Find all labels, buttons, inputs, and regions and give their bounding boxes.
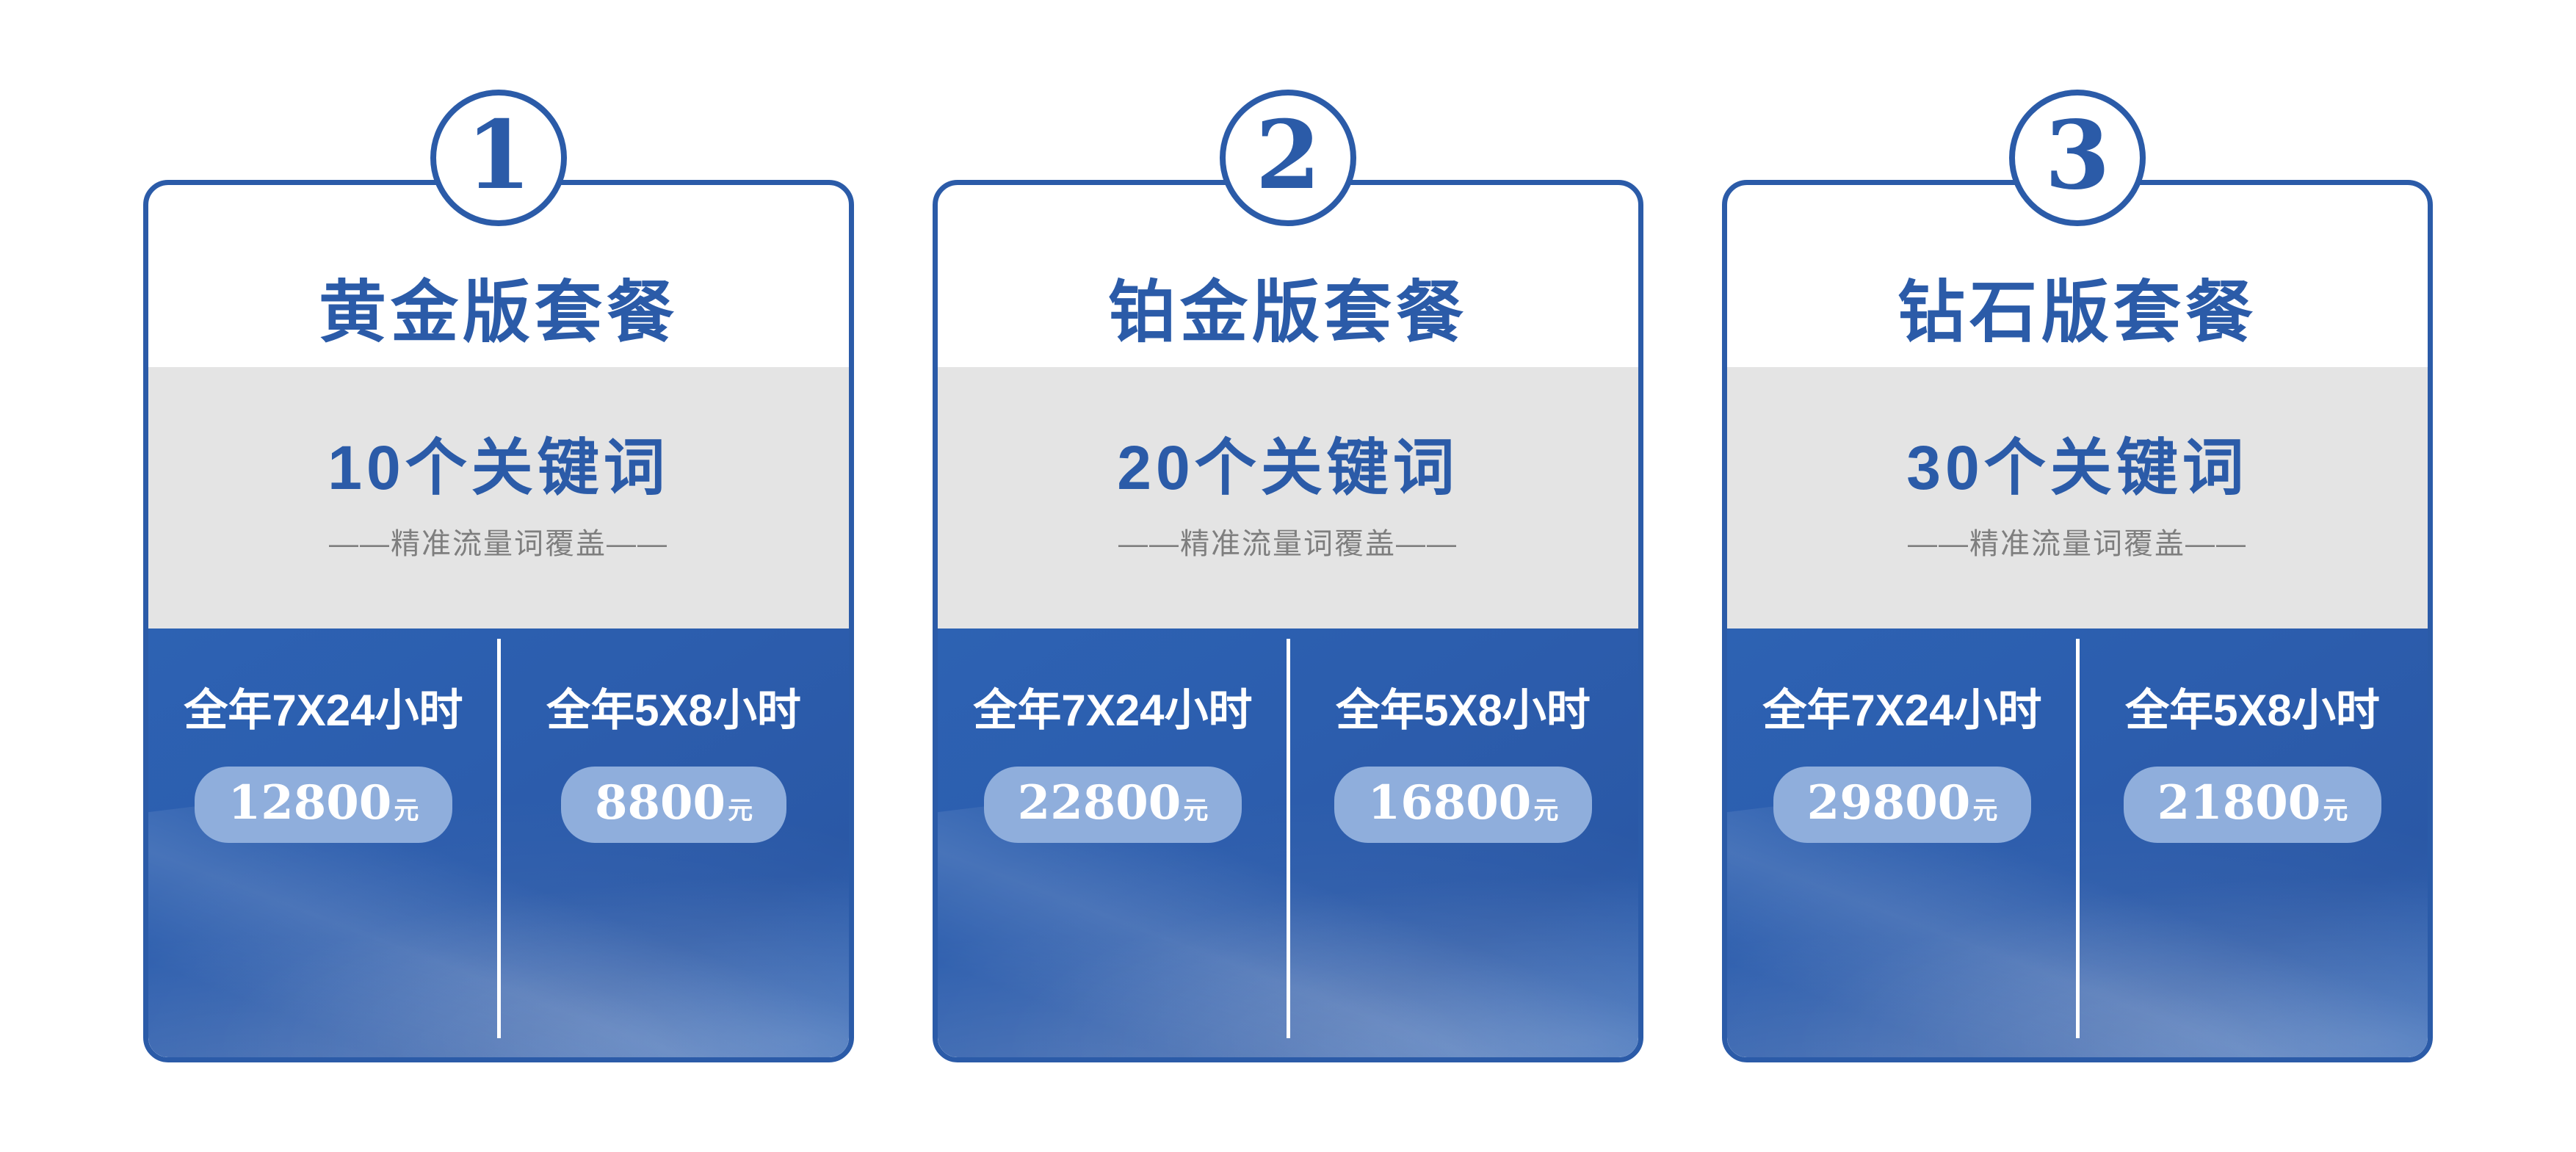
price-unit: 元 [1533, 797, 1559, 825]
price-unit: 元 [394, 797, 419, 825]
rank-badge-number: 2 [1255, 101, 1321, 211]
price-unit: 元 [2323, 797, 2348, 825]
service-label: 全年5X8小时 [2125, 686, 2380, 735]
service-label: 全年5X8小时 [1336, 686, 1591, 735]
service-label: 全年7X24小时 [973, 686, 1253, 735]
rank-badge-number: 3 [2044, 101, 2110, 211]
keyword-band: 30个关键词 ——精准流量词覆盖—— [1727, 367, 2428, 628]
price-amount: 16800 [1367, 775, 1532, 830]
price-amount: 8800 [594, 775, 726, 830]
rank-badge: 2 [1220, 90, 1356, 226]
keyword-subtitle: ——精准流量词覆盖—— [1908, 528, 2247, 560]
keyword-band: 20个关键词 ——精准流量词覆盖—— [938, 367, 1638, 628]
rank-badge: 3 [2009, 90, 2146, 226]
service-label: 全年7X24小时 [1762, 686, 2042, 735]
price-amount: 12800 [228, 775, 392, 830]
service-divider [497, 639, 501, 1038]
keyword-subtitle: ——精准流量词覆盖—— [329, 528, 668, 560]
price-amount: 22800 [1017, 775, 1182, 830]
service-label: 全年7X24小时 [184, 686, 463, 735]
plan-title: 铂金版套餐 [1107, 275, 1468, 350]
price-unit: 元 [728, 797, 753, 825]
rank-badge-number: 1 [466, 101, 532, 211]
keyword-count: 30个关键词 [1906, 433, 2248, 502]
service-label: 全年5X8小时 [546, 686, 801, 735]
price-amount: 29800 [1806, 775, 1971, 830]
service-divider [2076, 639, 2080, 1038]
price-unit: 元 [1183, 797, 1209, 825]
title-band: 黄金版套餐 [148, 185, 849, 367]
title-band: 钻石版套餐 [1727, 185, 2428, 367]
keyword-count: 20个关键词 [1117, 433, 1459, 502]
price-unit: 元 [1972, 797, 1998, 825]
price-amount: 21800 [2157, 775, 2321, 830]
keyword-band: 10个关键词 ——精准流量词覆盖—— [148, 367, 849, 628]
rank-badge: 1 [430, 90, 567, 226]
plan-title: 黄金版套餐 [318, 275, 679, 350]
plan-title: 钻石版套餐 [1897, 275, 2257, 350]
service-divider [1287, 639, 1290, 1038]
keyword-count: 10个关键词 [328, 433, 670, 502]
keyword-subtitle: ——精准流量词覆盖—— [1118, 528, 1458, 560]
title-band: 铂金版套餐 [938, 185, 1638, 367]
